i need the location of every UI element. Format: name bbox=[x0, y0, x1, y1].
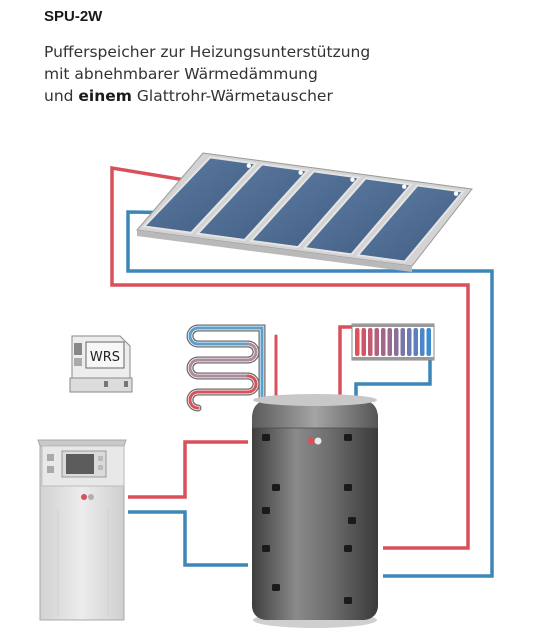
radiator-flow-pipe bbox=[338, 325, 355, 398]
radiator-fin bbox=[420, 328, 425, 356]
solar-collector-icon bbox=[136, 152, 473, 272]
radiator-fin bbox=[394, 328, 399, 356]
tank-port bbox=[344, 484, 352, 491]
product-description: Pufferspeicher zur Heizungsunterstützung… bbox=[44, 41, 370, 107]
tank-port bbox=[262, 507, 270, 514]
solar-panel bbox=[302, 177, 414, 256]
radiator-return-pipe bbox=[354, 356, 432, 398]
model-title: SPU-2W bbox=[44, 8, 103, 25]
tank-port bbox=[262, 545, 270, 552]
panel-connector bbox=[298, 170, 303, 175]
panel-connector bbox=[402, 184, 407, 189]
radiator-fin bbox=[381, 328, 386, 356]
radiator-fin bbox=[361, 328, 366, 356]
panel-connector bbox=[246, 163, 252, 168]
pipe-network bbox=[110, 165, 494, 578]
boiler-icon bbox=[37, 439, 127, 621]
radiator-fin bbox=[374, 328, 379, 356]
boiler-flow-pipe bbox=[128, 440, 248, 499]
panel-connector bbox=[350, 177, 355, 182]
radiator-fin bbox=[407, 328, 412, 356]
tank-port bbox=[344, 434, 352, 441]
radiator-fin bbox=[387, 328, 392, 356]
buffer-tank-icon bbox=[252, 394, 378, 628]
tank-port bbox=[272, 484, 280, 491]
solar-panel bbox=[355, 184, 465, 263]
description-line-2: mit abnehmbarer Wärmedämmung bbox=[44, 65, 318, 83]
radiator-fin bbox=[355, 328, 360, 356]
description-line-3-suffix: Glattrohr-Wärmetauscher bbox=[131, 87, 333, 105]
solar-panel bbox=[195, 163, 310, 242]
radiator-fin bbox=[413, 328, 418, 356]
controller-label: WRS bbox=[90, 350, 120, 365]
underfloor-heating-icon bbox=[186, 324, 278, 412]
tank-port bbox=[262, 434, 270, 441]
description-line-1: Pufferspeicher zur Heizungsunterstützung bbox=[44, 43, 371, 61]
description-line-3-bold: einem bbox=[78, 87, 132, 105]
solar-return-pipe bbox=[126, 210, 494, 578]
tank-port bbox=[348, 517, 356, 524]
solar-flow-pipe bbox=[110, 165, 470, 550]
solar-panel bbox=[142, 156, 258, 234]
panel-connector bbox=[453, 191, 459, 196]
radiator-fin bbox=[400, 328, 405, 356]
tank-port bbox=[272, 584, 280, 591]
controller-icon: WRS bbox=[69, 335, 133, 393]
solar-panel bbox=[248, 170, 362, 249]
description-line-3-prefix: und bbox=[44, 87, 79, 105]
radiator-fin bbox=[368, 328, 373, 356]
radiator-fin bbox=[426, 328, 431, 356]
tank-port bbox=[344, 545, 352, 552]
boiler-return-pipe bbox=[128, 510, 248, 567]
tank-port bbox=[344, 597, 352, 604]
radiator-icon bbox=[351, 323, 435, 361]
